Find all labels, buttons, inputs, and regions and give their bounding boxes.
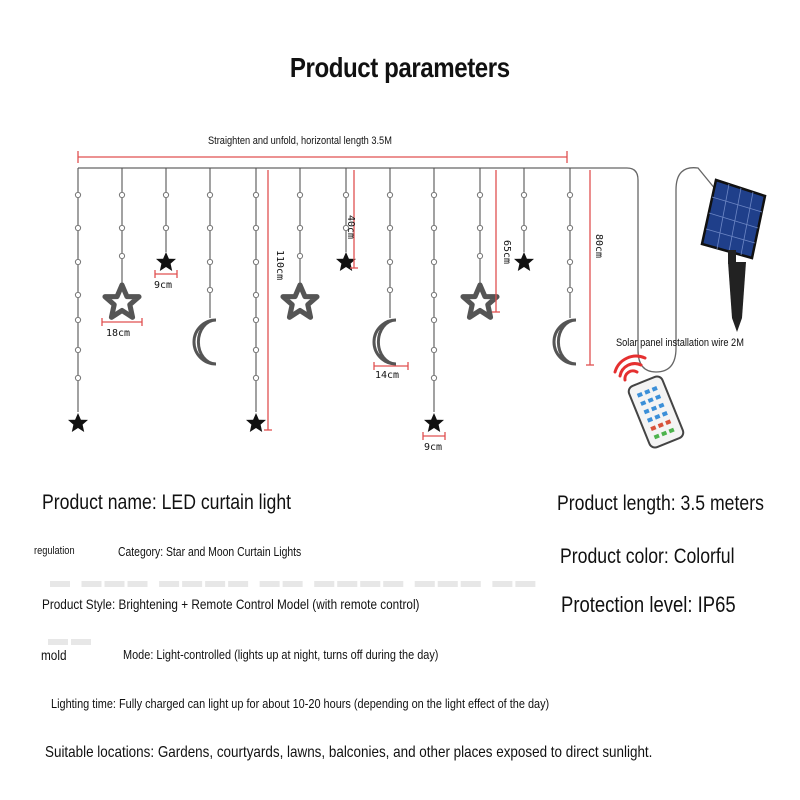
star-outline-icon (102, 282, 142, 320)
dim-label: 9cm (424, 442, 443, 453)
faded-background-text: ▬ ▬▬▬ ▬▬▬▬ ▬▬ ▬▬▬▬ ▬▬▬ ▬▬ (50, 570, 539, 592)
star-icon (68, 413, 88, 432)
spec-suitable-locations: Suitable locations: Gardens, courtyards,… (45, 744, 653, 761)
dim-label: 80cm (593, 234, 604, 259)
spec-category: Category: Star and Moon Curtain Lights (118, 544, 302, 559)
solid-star-ornaments (68, 252, 534, 432)
spec-regulation-label: regulation (34, 545, 75, 557)
moon-icon (372, 318, 397, 366)
dim-label: 14cm (375, 370, 400, 381)
spec-lighting-time: Lighting time: Fully charged can light u… (51, 696, 550, 711)
page-title: Product parameters (290, 52, 510, 83)
spec-product-name: Product name: LED curtain light (42, 491, 292, 514)
remote-control-icon (613, 354, 685, 449)
main-wire (78, 167, 717, 373)
top-dimension-label: Straighten and unfold, horizontal length… (208, 135, 392, 147)
star-icon (514, 252, 534, 271)
dim-label: 65cm (501, 240, 512, 265)
star-icon (246, 413, 266, 432)
star-outline-icon (280, 282, 320, 320)
dim-label: 9cm (154, 280, 173, 291)
spec-protection-level: Protection level: IP65 (561, 592, 736, 617)
spec-product-color: Product color: Colorful (560, 545, 735, 568)
dim-label: 40cm (345, 215, 356, 240)
moon-ornaments (192, 318, 577, 366)
dim-label: 18cm (106, 328, 131, 339)
led-beads (74, 191, 574, 382)
outline-star-ornaments (102, 282, 500, 320)
solar-panel-icon (700, 178, 767, 332)
dim-label: 110cm (274, 250, 285, 281)
spec-product-length: Product length: 3.5 meters (557, 492, 764, 515)
dimension-markers (101, 170, 594, 440)
moon-icon (192, 318, 217, 366)
solar-wire-label: Solar panel installation wire 2M (616, 337, 744, 349)
star-icon (424, 413, 444, 432)
star-outline-icon (460, 282, 500, 320)
moon-icon (552, 318, 577, 366)
star-icon (156, 252, 176, 271)
signal-icon (613, 354, 647, 382)
faded-background-text: ▬▬ (48, 628, 94, 650)
spec-product-style: Product Style: Brightening + Remote Cont… (42, 596, 420, 612)
spec-mode: Mode: Light-controlled (lights up at nig… (123, 647, 439, 662)
spec-mold-label: mold (41, 647, 67, 663)
top-dimension-line (77, 151, 568, 163)
